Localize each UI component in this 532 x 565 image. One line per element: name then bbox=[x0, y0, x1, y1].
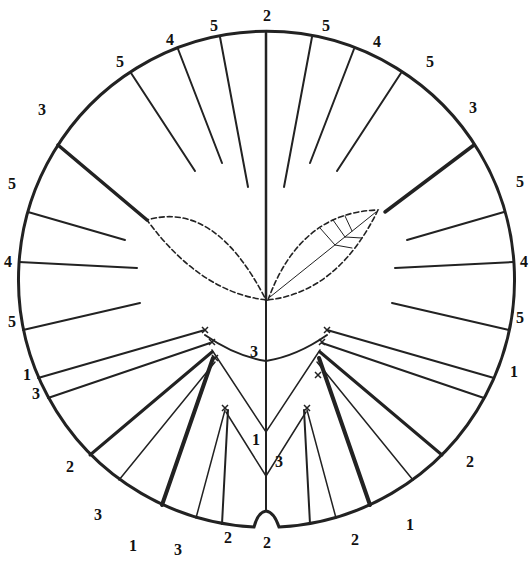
callout-number: 3 bbox=[32, 386, 40, 402]
callout-number: 5 bbox=[516, 310, 524, 326]
callout-number: 2 bbox=[224, 530, 232, 546]
callout-number: 3 bbox=[174, 542, 182, 558]
callout-number: 5 bbox=[426, 54, 434, 70]
callout-number: 1 bbox=[406, 517, 414, 533]
callout-number: 5 bbox=[516, 174, 524, 190]
callout-number: 5 bbox=[322, 18, 330, 34]
callout-number: 1 bbox=[510, 364, 518, 380]
callout-number: 1 bbox=[23, 367, 31, 383]
callout-number: 2 bbox=[66, 459, 74, 475]
callout-number: 1 bbox=[129, 538, 137, 554]
callout-number: 3 bbox=[94, 507, 102, 523]
callout-number: 4 bbox=[520, 254, 528, 270]
callout-number: 3 bbox=[469, 100, 477, 116]
callout-number: 1 bbox=[252, 432, 260, 448]
cross-marks bbox=[202, 327, 330, 411]
callout-number: 5 bbox=[116, 54, 124, 70]
callout-number: 5 bbox=[8, 176, 16, 192]
callout-number: 4 bbox=[4, 254, 12, 270]
callout-number: 4 bbox=[373, 34, 381, 50]
callout-number: 2 bbox=[263, 535, 271, 551]
callout-number: 2 bbox=[466, 454, 474, 470]
callout-number: 3 bbox=[38, 102, 46, 118]
outer-outline bbox=[19, 31, 515, 527]
leaf-outline bbox=[268, 210, 378, 300]
callout-number: 2 bbox=[263, 8, 271, 24]
callout-number: 2 bbox=[351, 532, 359, 548]
callout-number: 3 bbox=[275, 454, 283, 470]
callout-number: 4 bbox=[166, 32, 174, 48]
leaf-outline bbox=[147, 217, 266, 300]
callout-number: 5 bbox=[8, 314, 16, 330]
callout-number: 3 bbox=[250, 344, 258, 360]
callout-number: 5 bbox=[210, 18, 218, 34]
